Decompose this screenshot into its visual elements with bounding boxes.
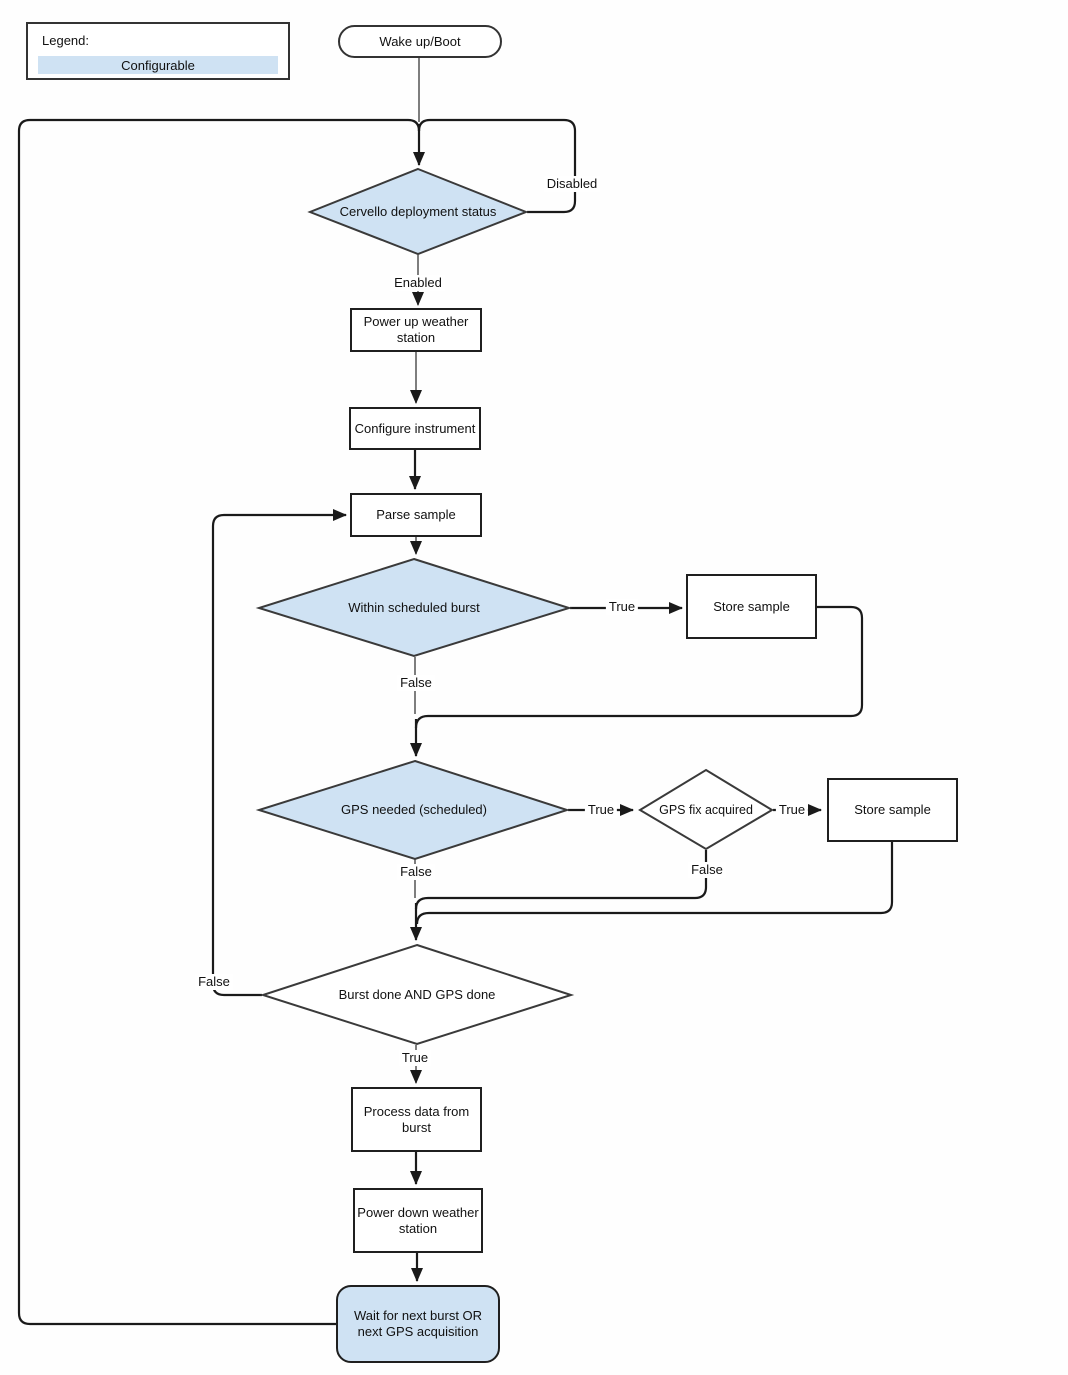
node-store-sample-2: Store sample [827, 778, 958, 842]
edge-gpsfix-false-loop [414, 850, 708, 910]
legend-title: Legend: [42, 33, 89, 48]
node-wake-up-boot: Wake up/Boot [338, 25, 502, 58]
edge-label-gps-needed-true: True [584, 802, 618, 818]
edge-label-within-burst-true: True [605, 599, 639, 615]
decision-gps-fix-label: GPS fix acquired [659, 803, 753, 817]
decision-cervello-label: Cervello deployment status [339, 204, 497, 219]
decision-within-burst-label: Within scheduled burst [348, 600, 480, 615]
node-power-up-label: Power up weather station [363, 314, 469, 345]
node-power-down-weather-station: Power down weather station [353, 1188, 483, 1253]
node-power-up-weather-station: Power up weather station [350, 308, 482, 352]
edge-store2-loop [415, 842, 894, 925]
decision-diamond-within-burst [255, 557, 573, 658]
edge-label-burst-done-false: False [195, 974, 233, 990]
edge-label-burst-done-true: True [398, 1050, 432, 1066]
node-process-data-label: Process data from burst [363, 1103, 470, 1135]
node-wait-for-next-burst: Wait for next burst OR next GPS acquisit… [336, 1285, 500, 1363]
node-store-sample-1: Store sample [686, 574, 817, 639]
edge-label-gps-fix-false: False [688, 862, 726, 878]
node-parse-sample: Parse sample [350, 493, 482, 537]
node-configure-label: Configure instrument [354, 420, 476, 436]
decision-diamond-cervello [307, 167, 529, 256]
node-wake-up-boot-label: Wake up/Boot [379, 33, 461, 49]
edge-burstdone-false-loop [211, 509, 347, 997]
edge-label-disabled: Disabled [543, 176, 601, 192]
edge-label-gps-needed-false: False [397, 864, 435, 880]
legend-configurable-label: Configurable [121, 57, 195, 73]
edge-label-gps-fix-true: True [775, 802, 809, 818]
node-parse-label: Parse sample [376, 507, 456, 522]
edge-store1-loop [414, 605, 864, 729]
node-wait-label: Wait for next burst OR next GPS acquisit… [353, 1308, 483, 1339]
legend-configurable-swatch: Configurable [38, 56, 278, 74]
decision-gps-needed-label: GPS needed (scheduled) [341, 802, 487, 817]
edge-label-within-burst-false: False [397, 675, 435, 691]
legend-box: Legend: Configurable [26, 22, 290, 80]
node-configure-instrument: Configure instrument [349, 407, 481, 450]
decision-diamond-gps-fix [638, 768, 774, 851]
edge-wait-to-junction [17, 118, 421, 1326]
decision-burst-done-label: Burst done AND GPS done [338, 987, 496, 1002]
edge-label-enabled: Enabled [391, 275, 445, 291]
node-store-sample-2-label: Store sample [854, 802, 931, 817]
decision-diamond-gps-needed [255, 759, 571, 861]
node-process-data-from-burst: Process data from burst [351, 1087, 482, 1152]
edge-cervello-disabled-loop [417, 118, 577, 214]
decision-diamond-burst-done [259, 943, 575, 1046]
node-power-down-label: Power down weather station [357, 1204, 479, 1236]
node-store-sample-1-label: Store sample [713, 598, 790, 614]
